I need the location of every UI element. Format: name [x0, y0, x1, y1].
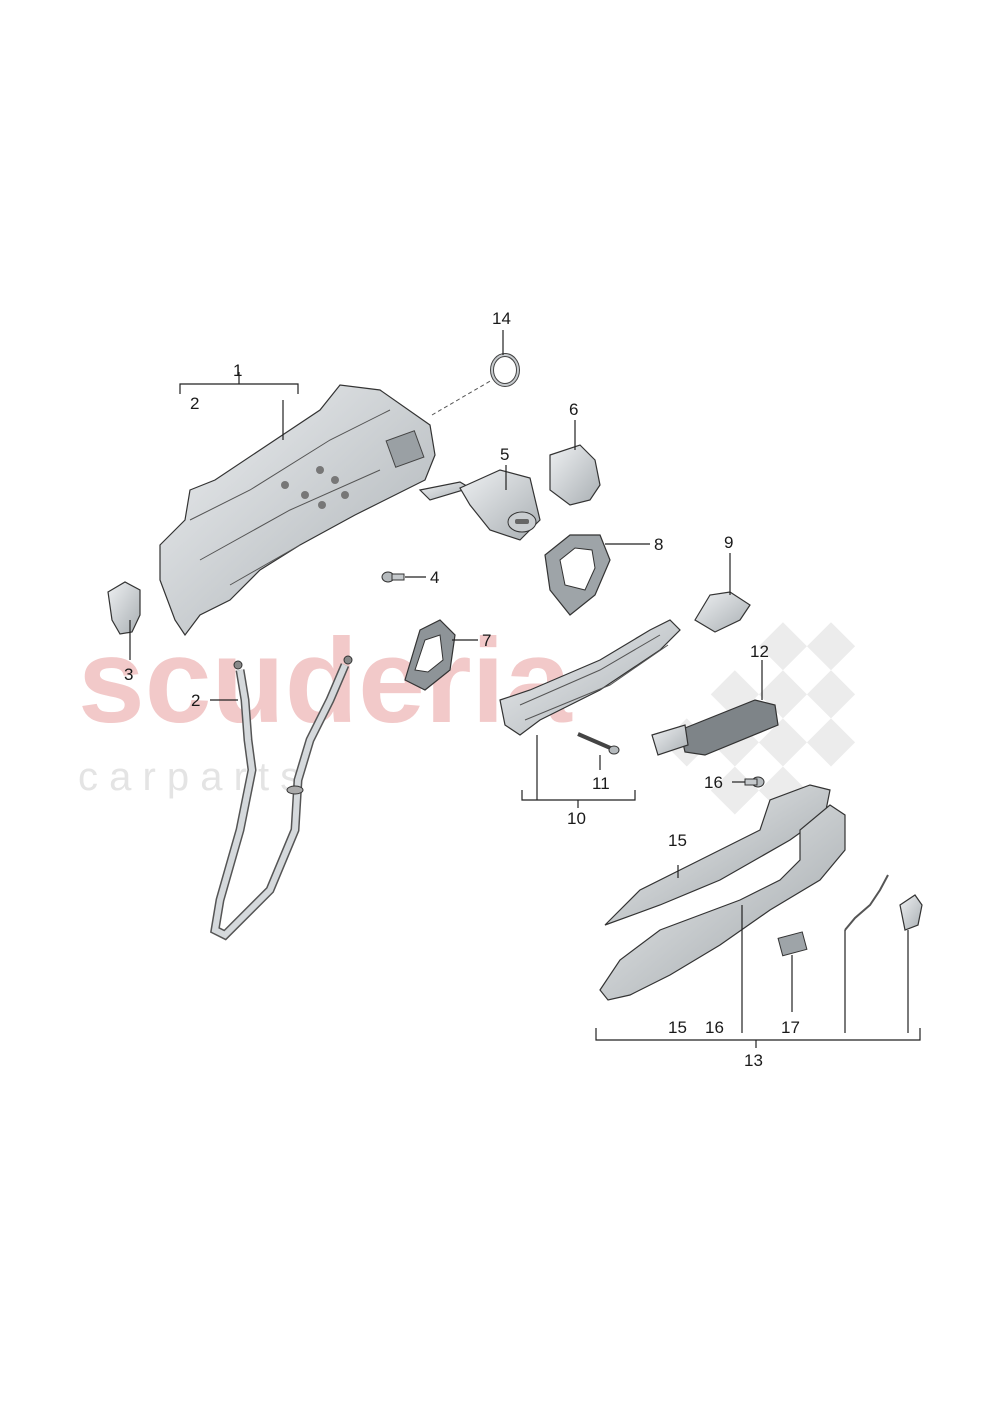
callout-3: 3 — [124, 665, 133, 684]
watermark-sub: c a r p a r t s — [78, 755, 300, 799]
callout-15-cover: 15 — [668, 831, 687, 850]
lock-housing-part — [159, 384, 436, 637]
ring-part-14 — [490, 353, 520, 387]
callout-10: 10 — [567, 809, 586, 828]
callout-14: 14 — [492, 309, 511, 328]
screw-part-4 — [381, 571, 405, 583]
callout-9: 9 — [724, 533, 733, 552]
cap-part-6 — [549, 444, 601, 506]
cap-part-3 — [107, 581, 141, 635]
screw-part-16 — [744, 776, 765, 788]
gasket-part-7 — [404, 619, 456, 691]
handle-cover-part-15 — [604, 784, 831, 926]
sensor-cable-part — [844, 874, 923, 931]
callout-2-housing: 2 — [190, 394, 199, 413]
callout-11: 11 — [592, 774, 610, 793]
handle-part-13 — [599, 804, 846, 1001]
callout-7: 7 — [482, 631, 491, 650]
callout-17: 17 — [781, 1018, 800, 1037]
module-part-12 — [651, 699, 779, 756]
watermark-brand: scuderia — [78, 614, 573, 748]
callout-16-screw: 16 — [704, 773, 723, 792]
callout-1: 1 — [233, 361, 242, 380]
callout-8: 8 — [654, 535, 663, 554]
callout-13: 13 — [744, 1051, 763, 1070]
callout-6: 6 — [569, 400, 578, 419]
bolt-part-11 — [577, 732, 620, 755]
callout-4: 4 — [430, 568, 439, 587]
clip-part-9 — [694, 591, 751, 633]
callout-16-group: 16 — [705, 1018, 724, 1037]
callout-15-group: 15 — [668, 1018, 687, 1037]
gasket-part-8 — [544, 534, 611, 616]
handle-carrier-part-10 — [499, 619, 681, 736]
callout-5: 5 — [500, 445, 509, 464]
axis-line-14 — [431, 379, 493, 416]
cable-part-2 — [210, 655, 353, 941]
callout-2-cable: 2 — [191, 691, 200, 710]
lock-cylinder-part-5 — [418, 469, 541, 541]
leader-lines — [129, 330, 921, 1048]
callout-12: 12 — [750, 642, 769, 661]
